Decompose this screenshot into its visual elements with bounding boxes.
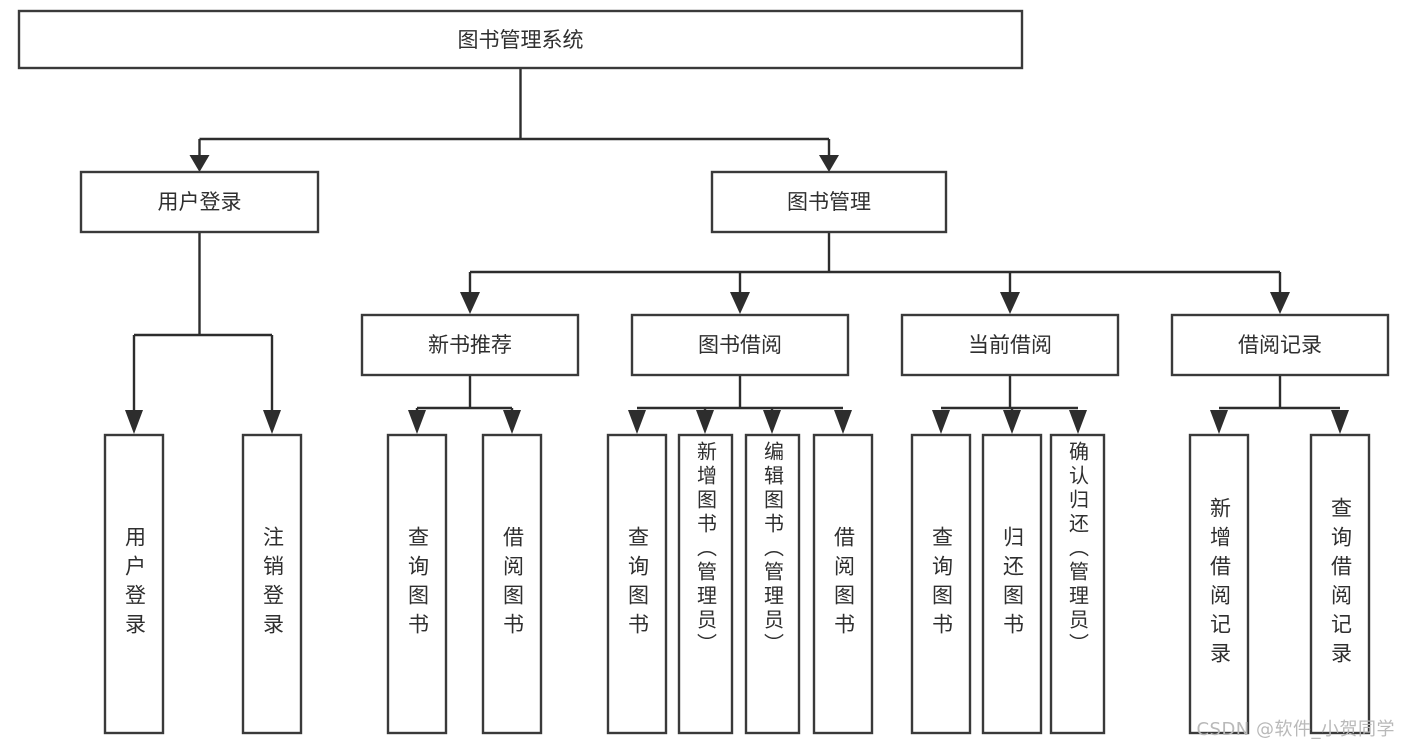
node-book-management[interactable]: 图书管理 xyxy=(710,170,948,234)
leaf-query-borrow-record-label: 查询借阅记录 xyxy=(1328,497,1353,671)
leaf-query-book-current[interactable]: 查询图书 xyxy=(910,433,972,735)
leaf-user-login-label: 用户登录 xyxy=(122,526,147,642)
leaf-query-book-current-box[interactable] xyxy=(910,433,972,735)
leaf-user-login-text-wrap: 用户登录 xyxy=(122,526,147,642)
leaf-add-borrow-record-label: 新增借阅记录 xyxy=(1207,497,1232,671)
arrowhead-leaf-query-book-2 xyxy=(628,410,646,434)
arrowhead-leaf-borrow-book-2 xyxy=(834,410,852,434)
leaf-query-book-borrow-label: 查询图书 xyxy=(625,526,650,642)
leaf-logout[interactable]: 注销登录 xyxy=(241,433,303,735)
leaf-confirm-return-admin-label: 确认归还（管理员） xyxy=(1065,441,1090,657)
leaf-return-book-text-wrap: 归还图书 xyxy=(1000,526,1025,642)
leaf-user-login-box[interactable] xyxy=(103,433,165,735)
leaf-edit-book-admin-text-wrap: 编辑图书（管理员） xyxy=(760,441,785,657)
leaf-add-borrow-record[interactable]: 新增借阅记录 xyxy=(1188,433,1250,735)
arrowhead-book-borrow xyxy=(730,292,750,314)
leaf-query-book-newbook-text-wrap: 查询图书 xyxy=(405,526,430,642)
node-new-book-recommend[interactable]: 新书推荐 xyxy=(360,313,580,377)
arrowhead-leaf-add-book xyxy=(696,410,714,434)
leaf-confirm-return-admin[interactable]: 确认归还（管理员） xyxy=(1049,433,1106,735)
leaf-query-book-borrow-text-wrap: 查询图书 xyxy=(625,526,650,642)
node-user-login[interactable]: 用户登录 xyxy=(79,170,320,234)
node-current-borrow-box[interactable] xyxy=(900,313,1120,377)
node-user-login-box[interactable] xyxy=(79,170,320,234)
leaf-add-book-admin-text-wrap: 新增图书（管理员） xyxy=(693,441,718,657)
node-root-label: 图书管理系统 xyxy=(458,28,584,52)
node-borrow-record-label: 借阅记录 xyxy=(1238,333,1322,357)
arrowhead-user-login xyxy=(189,155,210,172)
leaf-borrow-book-borrow[interactable]: 借阅图书 xyxy=(812,433,874,735)
leaf-add-borrow-record-text-wrap: 新增借阅记录 xyxy=(1207,497,1232,671)
leaf-return-book[interactable]: 归还图书 xyxy=(981,433,1043,735)
leaf-query-book-current-text-wrap: 查询图书 xyxy=(929,526,954,642)
leaf-borrow-book-borrow-text-wrap: 借阅图书 xyxy=(831,526,856,642)
leaf-query-borrow-record[interactable]: 查询借阅记录 xyxy=(1309,433,1371,735)
leaf-query-book-newbook-box[interactable] xyxy=(386,433,448,735)
arrowhead-leaf-borrow-book-1 xyxy=(503,410,521,434)
leaf-query-book-newbook-label: 查询图书 xyxy=(405,526,430,642)
leaf-add-borrow-record-box[interactable] xyxy=(1188,433,1250,735)
node-book-management-box[interactable] xyxy=(710,170,948,234)
leaf-add-book-admin[interactable]: 新增图书（管理员） xyxy=(677,433,734,735)
node-root-box[interactable] xyxy=(17,9,1024,70)
arrowhead-new-book-rec xyxy=(460,292,480,314)
node-book-borrow[interactable]: 图书借阅 xyxy=(630,313,850,377)
node-new-book-recommend-box[interactable] xyxy=(360,313,580,377)
leaf-return-book-box[interactable] xyxy=(981,433,1043,735)
node-book-management-label: 图书管理 xyxy=(787,190,871,214)
arrowhead-leaf-return-book xyxy=(1003,410,1021,434)
leaf-query-borrow-record-text-wrap: 查询借阅记录 xyxy=(1328,497,1353,671)
arrowhead-leaf-user-login xyxy=(125,410,143,434)
node-user-login-label: 用户登录 xyxy=(158,190,242,214)
leaf-query-book-borrow[interactable]: 查询图书 xyxy=(606,433,668,735)
node-book-borrow-label: 图书借阅 xyxy=(698,333,782,357)
leaf-borrow-book-newbook-label: 借阅图书 xyxy=(500,526,525,642)
arrowhead-leaf-confirm-return xyxy=(1069,410,1087,434)
arrowhead-borrow-record xyxy=(1270,292,1290,314)
arrowhead-book-mgmt xyxy=(819,155,839,172)
node-borrow-record-box[interactable] xyxy=(1170,313,1390,377)
arrowhead-current-borrow xyxy=(1000,292,1020,314)
node-book-borrow-box[interactable] xyxy=(630,313,850,377)
leaf-borrow-book-borrow-label: 借阅图书 xyxy=(831,526,856,642)
node-current-borrow[interactable]: 当前借阅 xyxy=(900,313,1120,377)
connectors-layer xyxy=(125,68,1349,434)
leaf-user-login[interactable]: 用户登录 xyxy=(103,433,165,735)
node-new-book-recommend-label: 新书推荐 xyxy=(428,333,512,357)
arrowhead-leaf-query-record xyxy=(1331,410,1349,434)
leaf-confirm-return-admin-text-wrap: 确认归还（管理员） xyxy=(1065,441,1090,657)
node-current-borrow-label: 当前借阅 xyxy=(968,333,1052,357)
arrowhead-leaf-query-book-3 xyxy=(932,410,950,434)
leaf-edit-book-admin[interactable]: 编辑图书（管理员） xyxy=(744,433,801,735)
leaf-edit-book-admin-label: 编辑图书（管理员） xyxy=(760,441,785,657)
node-root[interactable]: 图书管理系统 xyxy=(17,9,1024,70)
leaf-borrow-book-newbook-text-wrap: 借阅图书 xyxy=(500,526,525,642)
leaf-borrow-book-newbook-box[interactable] xyxy=(481,433,543,735)
leaf-return-book-label: 归还图书 xyxy=(1000,526,1025,642)
leaf-query-book-newbook[interactable]: 查询图书 xyxy=(386,433,448,735)
leaf-borrow-book-borrow-box[interactable] xyxy=(812,433,874,735)
arrowhead-leaf-query-book-1 xyxy=(408,410,426,434)
leaf-query-book-current-label: 查询图书 xyxy=(929,526,954,642)
leaf-logout-label: 注销登录 xyxy=(260,526,285,642)
leaf-logout-box[interactable] xyxy=(241,433,303,735)
leaf-borrow-book-newbook[interactable]: 借阅图书 xyxy=(481,433,543,735)
node-borrow-record[interactable]: 借阅记录 xyxy=(1170,313,1390,377)
leaf-logout-text-wrap: 注销登录 xyxy=(260,526,285,642)
leaf-confirm-return-admin-box[interactable] xyxy=(1049,433,1106,735)
arrowhead-leaf-edit-book xyxy=(763,410,781,434)
arrowhead-leaf-logout xyxy=(263,410,281,434)
leaf-query-borrow-record-box[interactable] xyxy=(1309,433,1371,735)
leaf-edit-book-admin-box[interactable] xyxy=(744,433,801,735)
leaf-query-book-borrow-box[interactable] xyxy=(606,433,668,735)
leaf-add-book-admin-box[interactable] xyxy=(677,433,734,735)
arrowhead-leaf-add-record xyxy=(1210,410,1228,434)
leaf-add-book-admin-label: 新增图书（管理员） xyxy=(693,441,718,657)
